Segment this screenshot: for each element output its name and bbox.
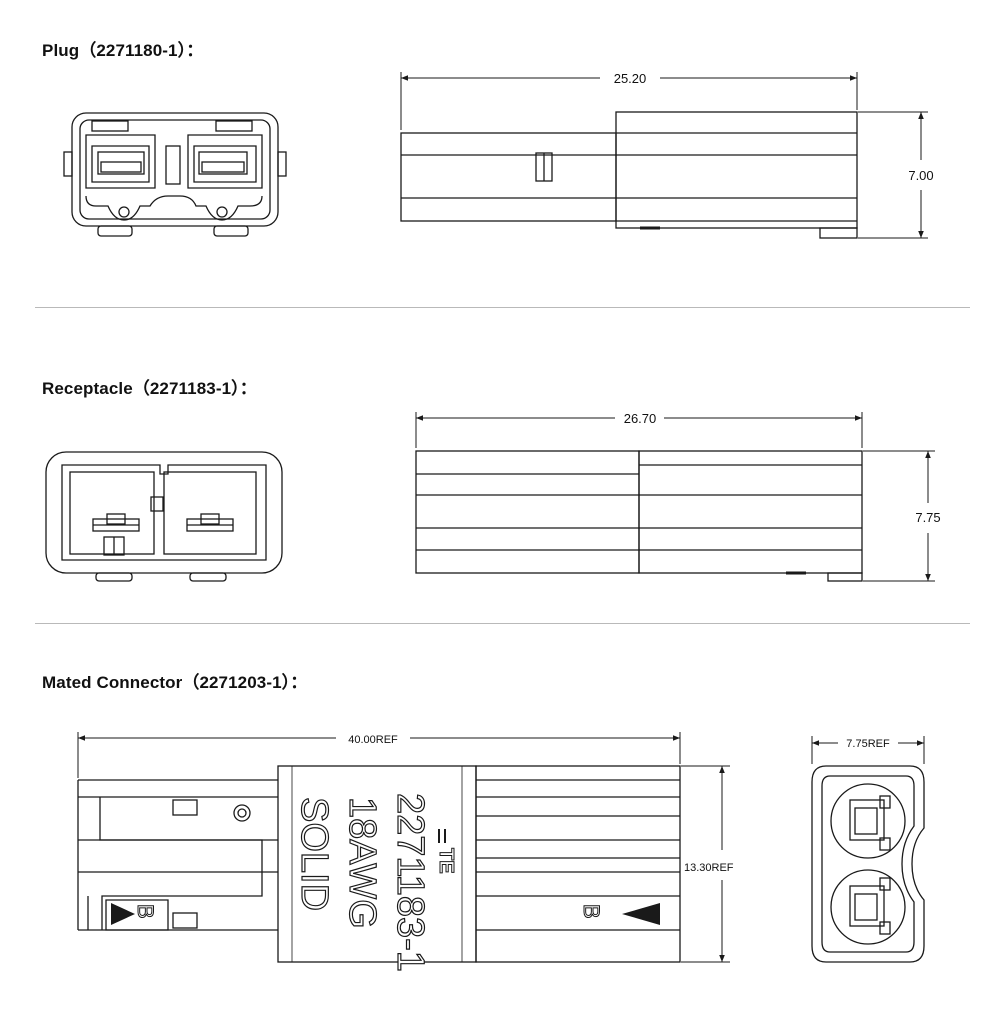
- plug-height-dimension: [858, 111, 928, 239]
- receptacle-height-label: 7.75: [915, 510, 940, 525]
- polarity-arrow-right-icon: [111, 903, 135, 925]
- plug-height-label: 7.00: [908, 168, 933, 183]
- mated-end-width-dimension: [811, 736, 925, 764]
- mated-end-view: [811, 765, 925, 963]
- mated-title: Mated Connector（2271203-1）：: [42, 673, 308, 692]
- plug-length-dimension: [400, 72, 858, 130]
- polarity-letter-right: B: [579, 904, 604, 919]
- plug-title: Plug（2271180-1）：: [42, 41, 204, 60]
- polarity-arrow-left-icon: [622, 903, 660, 925]
- marking-part-number: 2271183-1: [389, 793, 431, 972]
- te-logo-icon: [438, 829, 446, 843]
- plug-front-view: [63, 112, 287, 237]
- marking-type: SOLID: [293, 797, 335, 911]
- section-divider: [35, 307, 970, 308]
- receptacle-length-dimension: [415, 412, 863, 448]
- mated-side-view: [77, 765, 681, 963]
- plug-length-label: 25.20: [614, 71, 647, 86]
- receptacle-length-label: 26.70: [624, 411, 657, 426]
- receptacle-side-view: [415, 450, 863, 582]
- mated-end-width-label: 7.75REF: [846, 738, 890, 750]
- receptacle-front-view: [45, 451, 283, 582]
- section-divider: [35, 623, 970, 624]
- plug-side-view: [400, 111, 858, 239]
- mated-length-label: 40.00REF: [348, 734, 398, 746]
- mated-height-label: 13.30REF: [684, 862, 734, 874]
- mated-length-dimension: [77, 732, 681, 778]
- marking-gauge: 18AWG: [341, 797, 383, 929]
- marking-brand: TE: [435, 848, 457, 874]
- polarity-letter-left: B: [133, 904, 158, 919]
- mated-height-dimension: [681, 765, 730, 963]
- receptacle-title: Receptacle（2271183-1）：: [42, 379, 257, 398]
- receptacle-height-dimension: [863, 450, 935, 582]
